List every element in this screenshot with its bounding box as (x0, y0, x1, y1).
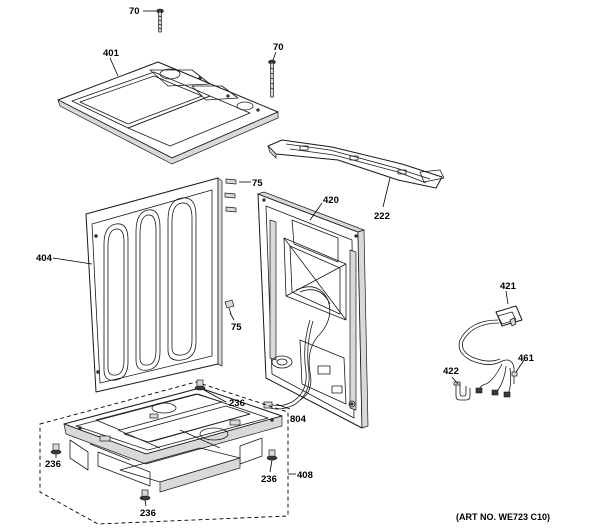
part-401-top-cover (57, 61, 279, 165)
leader-236-back (203, 389, 227, 403)
part-236-foot-front (139, 489, 151, 501)
callout-236-right: 236 (261, 474, 277, 485)
part-421-power-cord (458, 305, 523, 384)
leader-404 (52, 257, 93, 265)
part-70-screw-top (156, 8, 164, 33)
callout-75-lower: 75 (231, 322, 242, 333)
leader-222 (382, 177, 391, 208)
part-222-bracket (267, 139, 445, 189)
leader-236-front (144, 499, 147, 507)
part-422-strain-relief (453, 381, 471, 401)
leader-236-right (269, 459, 273, 473)
callout-404: 404 (36, 253, 53, 264)
callout-420: 420 (323, 195, 339, 206)
part-75-clip-lower (224, 299, 235, 315)
leader-420 (309, 202, 323, 221)
part-70-screw-right (268, 59, 276, 98)
part-236-foot-back (194, 379, 206, 391)
part-236-foot-left (50, 443, 62, 455)
leader-421 (505, 290, 509, 305)
callout-236-left: 236 (45, 459, 61, 470)
part-461-wire-leads (475, 363, 518, 398)
leader-804 (275, 403, 291, 410)
leader-401 (109, 57, 119, 77)
callout-75-upper: 75 (252, 178, 263, 189)
leader-75-lower (229, 312, 235, 321)
callout-804: 804 (290, 414, 307, 425)
callout-222: 222 (374, 211, 390, 222)
callout-421: 421 (500, 281, 517, 292)
leader-461 (515, 359, 525, 373)
part-base-pan (63, 387, 283, 493)
part-236-foot-right (266, 449, 278, 461)
callout-401: 401 (103, 48, 120, 59)
callout-70-right: 70 (273, 42, 284, 53)
callout-236-back: 236 (229, 398, 245, 409)
callout-422: 422 (443, 366, 459, 377)
part-75-clips-upper (224, 178, 237, 213)
callout-236-front: 236 (140, 508, 156, 519)
leader-70-right (272, 51, 277, 61)
leader-422 (451, 376, 459, 385)
part-404-side-panel (85, 177, 223, 393)
part-420-rear-frame (256, 191, 369, 429)
assembly-408-outline (39, 381, 289, 525)
art-number: (ART NO. WE723 C10) (456, 512, 550, 522)
callout-461: 461 (518, 353, 535, 364)
callout-70-top: 70 (129, 6, 140, 17)
callout-408: 408 (297, 470, 313, 481)
